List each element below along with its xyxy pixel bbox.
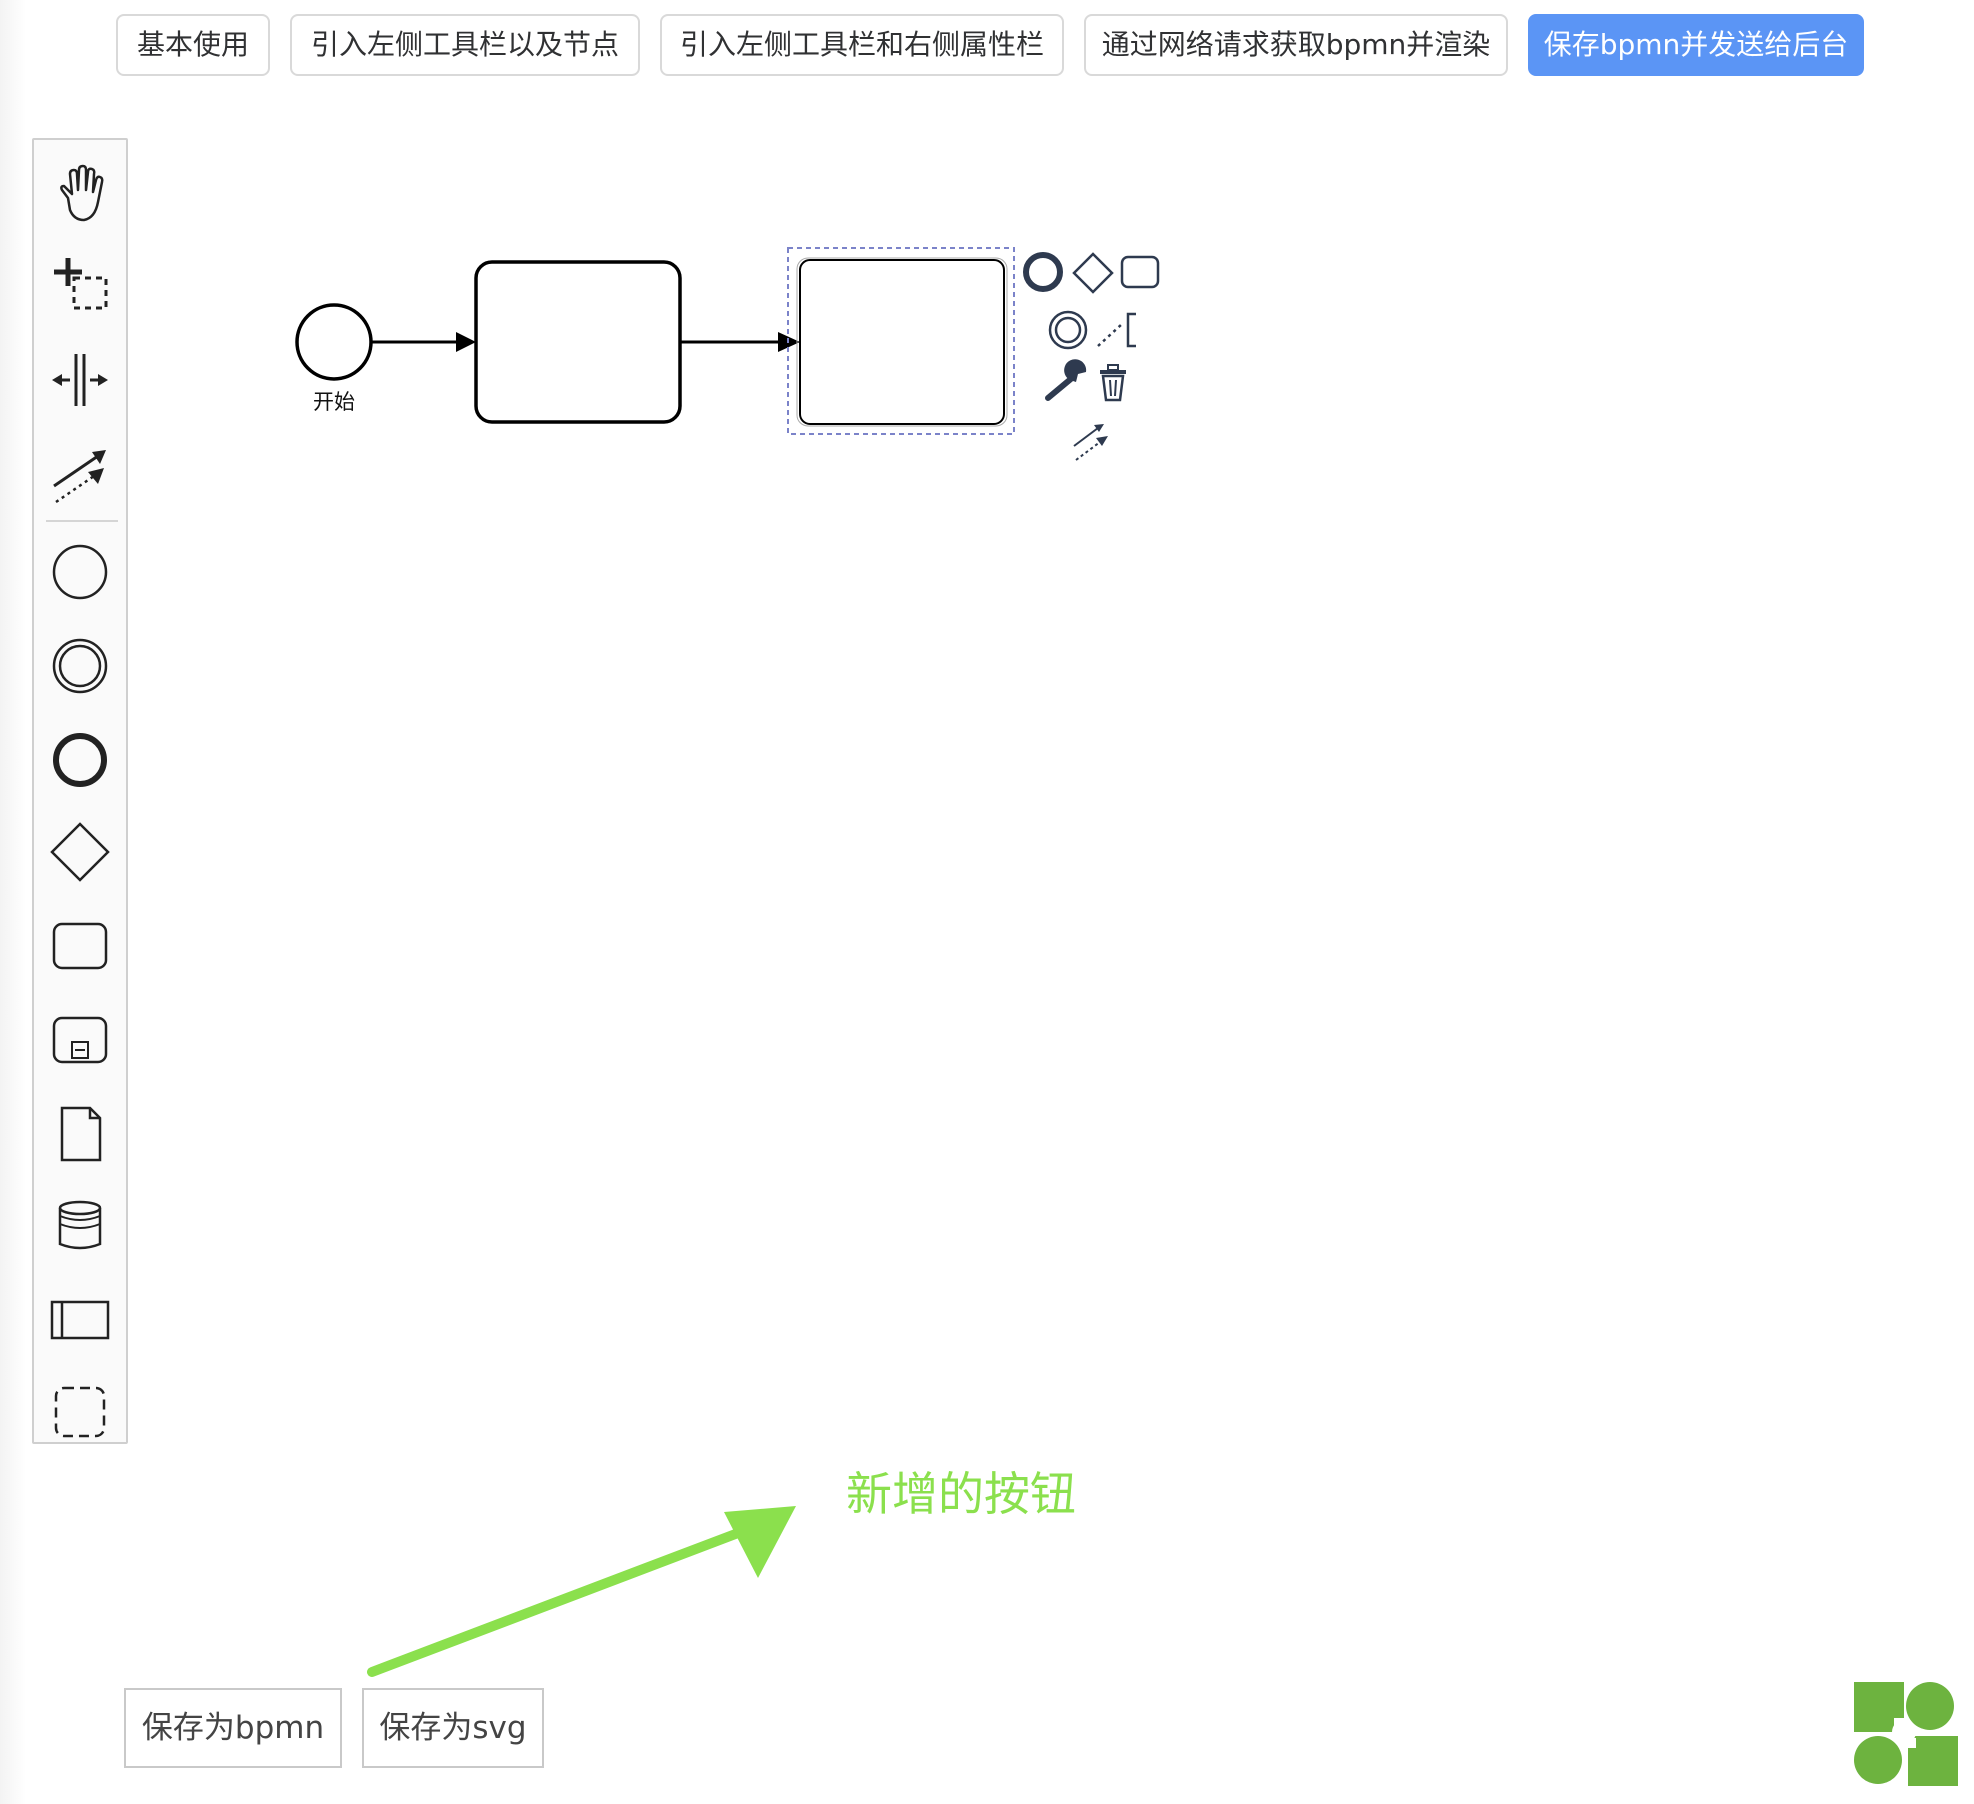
task-1[interactable] <box>474 260 682 424</box>
data-store-icon[interactable] <box>48 1194 112 1258</box>
left-shade <box>0 0 26 1804</box>
intermediate-event-icon[interactable] <box>48 634 112 698</box>
selection-outline <box>787 247 1015 435</box>
annotation-arrow <box>367 1506 796 1677</box>
data-object-icon[interactable] <box>48 1102 112 1166</box>
context-pad-intermediate-event-icon[interactable] <box>1048 310 1088 350</box>
nav-button-palette-nodes[interactable]: 引入左侧工具栏以及节点 <box>290 14 640 76</box>
context-pad-wrench-icon[interactable] <box>1045 359 1087 401</box>
context-pad-connect-icon[interactable] <box>1073 424 1108 461</box>
context-pad-gateway-icon[interactable] <box>1072 252 1114 294</box>
start-event-label: 开始 <box>313 390 355 414</box>
gateway-icon[interactable] <box>48 820 112 884</box>
context-pad-text-annotation-icon[interactable] <box>1097 323 1123 347</box>
sequence-flow-1-arrow <box>456 332 476 352</box>
space-tool-icon[interactable] <box>48 348 112 412</box>
task-2-shadow <box>796 257 1008 427</box>
palette <box>32 138 128 1444</box>
save-as-svg-button[interactable]: 保存为svg <box>362 1688 544 1768</box>
annotation-text: 新增的按钮 <box>846 1467 1076 1521</box>
context-pad-end-event-icon[interactable] <box>1023 252 1063 292</box>
end-event-icon[interactable] <box>48 728 112 792</box>
hand-tool-icon[interactable] <box>48 162 112 226</box>
lasso-tool-icon[interactable] <box>48 252 112 316</box>
global-connect-tool-icon[interactable] <box>48 442 112 506</box>
nav-button-basic-usage[interactable]: 基本使用 <box>116 14 270 76</box>
nav-button-palette-properties[interactable]: 引入左侧工具栏和右侧属性栏 <box>660 14 1064 76</box>
palette-separator <box>46 520 118 522</box>
start-event[interactable] <box>295 303 373 381</box>
save-as-bpmn-button[interactable]: 保存为bpmn <box>124 1688 342 1768</box>
context-pad-task-icon[interactable] <box>1120 255 1160 289</box>
subprocess-icon[interactable] <box>48 1008 112 1072</box>
task-icon[interactable] <box>48 914 112 978</box>
context-pad-delete-icon[interactable] <box>1100 364 1126 402</box>
nav-button-fetch-render[interactable]: 通过网络请求获取bpmn并渲染 <box>1084 14 1508 76</box>
start-event-icon[interactable] <box>48 540 112 604</box>
context-pad-text-annotation-bracket <box>1126 312 1136 348</box>
group-icon[interactable] <box>48 1380 112 1444</box>
task-2[interactable] <box>799 259 1005 425</box>
context-pad-intermediate-event-inner <box>1054 316 1082 344</box>
nav-button-save-send[interactable]: 保存bpmn并发送给后台 <box>1528 14 1864 76</box>
bpmn-io-logo-icon[interactable] <box>1850 1678 1960 1788</box>
participant-pool-icon[interactable] <box>48 1288 112 1352</box>
